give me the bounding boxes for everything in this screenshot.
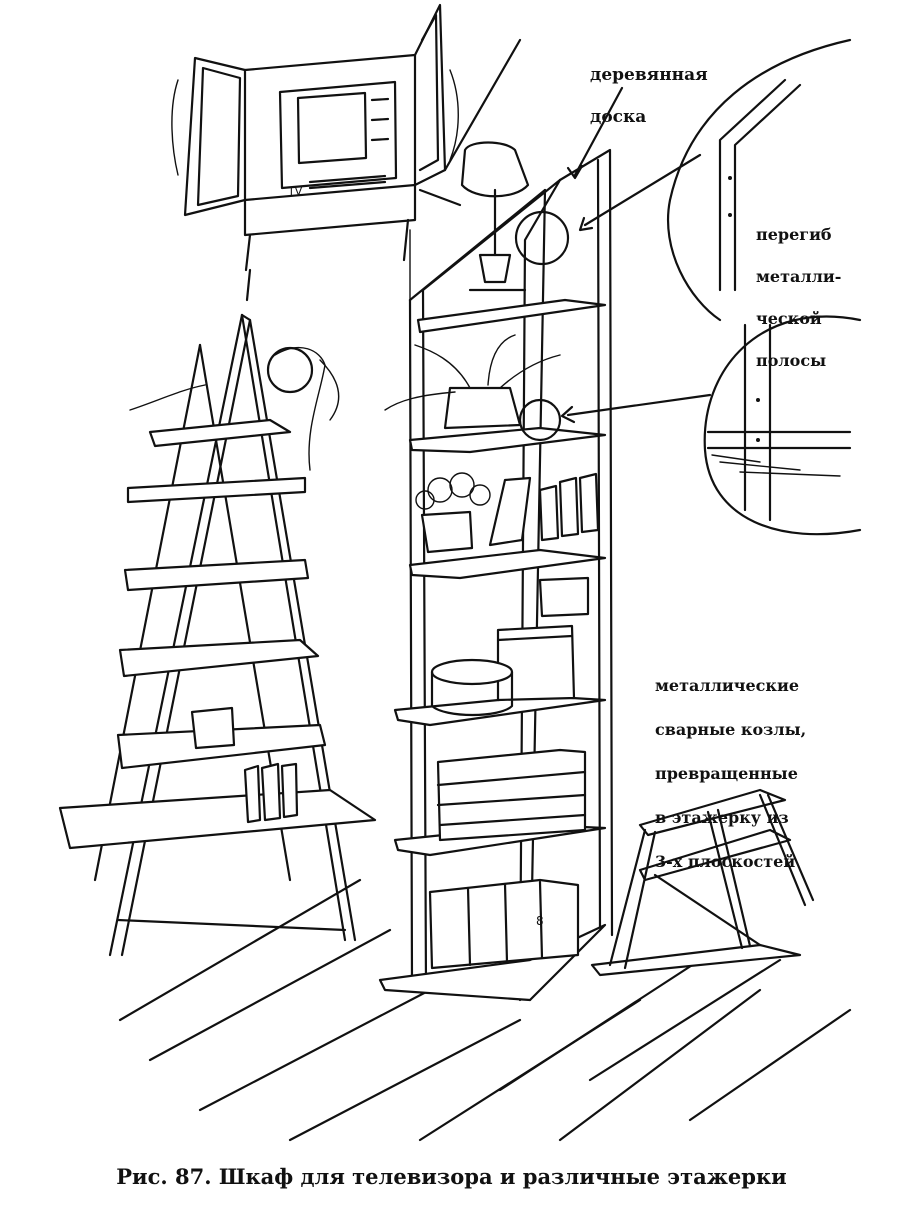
ladder-shelf <box>58 313 377 957</box>
label-wooden-board: деревянная доска <box>590 44 708 149</box>
label-line: сварные козлы, <box>655 720 807 739</box>
tv-cabinet: TV <box>171 3 522 302</box>
label-strip-bend: перегиб металли- ческой полосы <box>756 203 841 392</box>
label-line: в этажерку из <box>655 808 789 827</box>
figure-caption: Рис. 87. Шкаф для телевизора и различные… <box>116 1164 787 1189</box>
leader-arrows <box>560 86 712 424</box>
tv-label: TV <box>287 185 303 198</box>
label-welded-trestles: металлические сварные козлы, превращенны… <box>655 653 806 895</box>
tall-shelving-unit: 8 <box>378 141 614 1002</box>
detail-circle-bend <box>666 38 852 322</box>
label-line: полосы <box>756 351 827 370</box>
crate-label: 8 <box>536 914 544 928</box>
small-trestle <box>590 788 815 977</box>
label-line: металли- <box>756 267 842 286</box>
label-line: перегиб <box>756 225 832 244</box>
wooden-floor <box>118 878 852 1142</box>
label-line: деревянная <box>590 65 708 85</box>
label-line: превращенные <box>655 764 798 783</box>
label-line: доска <box>590 107 647 127</box>
detail-circle-shelf-joint <box>703 315 862 536</box>
label-line: металлические <box>655 676 800 695</box>
label-line: 3-х плоскостей <box>655 852 796 871</box>
label-line: ческой <box>756 309 822 328</box>
